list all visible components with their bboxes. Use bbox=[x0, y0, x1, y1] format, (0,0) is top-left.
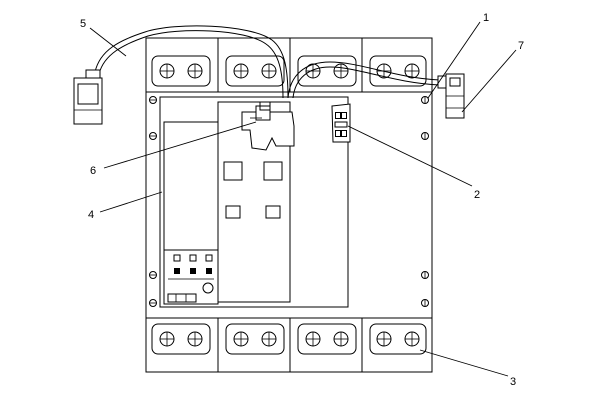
leader-6 bbox=[103, 121, 257, 169]
mounting-screw bbox=[149, 96, 429, 307]
callout-5: 5 bbox=[80, 18, 86, 30]
leader-2 bbox=[347, 125, 473, 187]
operating-handle bbox=[241, 101, 295, 151]
leader-4 bbox=[99, 191, 163, 213]
callout-3: 3 bbox=[510, 376, 516, 388]
leader-5 bbox=[89, 27, 127, 57]
callout-4: 4 bbox=[88, 209, 94, 221]
leader-lines bbox=[89, 21, 517, 377]
terminal-screw-icon bbox=[159, 331, 420, 347]
upper-terminal-block bbox=[145, 37, 433, 93]
connector-block bbox=[331, 103, 351, 143]
callout-7: 7 bbox=[518, 40, 524, 52]
left-plug-connector bbox=[73, 69, 103, 125]
face-plate bbox=[159, 96, 349, 308]
operating-mechanism bbox=[217, 101, 291, 303]
leader-7 bbox=[461, 49, 517, 113]
trip-unit bbox=[163, 121, 219, 305]
leader-1 bbox=[427, 21, 481, 99]
callout-6: 6 bbox=[90, 165, 96, 177]
breaker-body bbox=[145, 37, 433, 373]
right-wire-harness bbox=[287, 61, 441, 99]
leader-3 bbox=[419, 349, 509, 377]
callout-2: 2 bbox=[474, 189, 480, 201]
right-plug-connector bbox=[437, 73, 465, 119]
callout-1: 1 bbox=[483, 12, 489, 24]
left-wire-harness bbox=[94, 25, 289, 99]
terminal-screw-icon bbox=[159, 63, 420, 79]
lower-terminal-block bbox=[145, 317, 433, 373]
